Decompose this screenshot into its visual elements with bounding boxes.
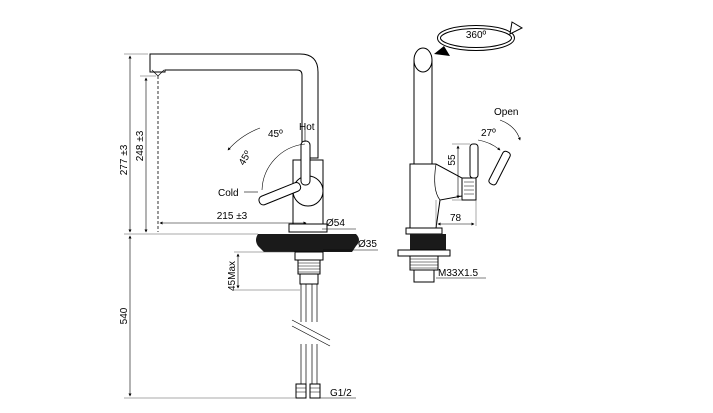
cold-label: Cold: [218, 188, 239, 199]
side-countertop: [410, 234, 446, 250]
side-view: 360º 55 78: [397, 21, 524, 283]
rotation-label: 360º: [466, 30, 487, 41]
dim-35-label: Ø35: [358, 239, 377, 250]
hot-cold-arc: [261, 143, 306, 191]
angle-27: 27º: [481, 128, 496, 139]
angle-45-side: 45º: [237, 149, 254, 168]
dim-540-label: 540: [119, 307, 130, 324]
side-shank-end: [413, 269, 435, 283]
open-arrow: [499, 119, 521, 141]
side-flange: [405, 227, 443, 235]
dim-215-label: 215 ±3: [217, 211, 248, 222]
dim-45max-label: 45Max: [227, 261, 238, 291]
angle-45-top: 45º: [268, 129, 283, 140]
open-label: Open: [494, 107, 518, 118]
mounting-nut: [294, 251, 324, 261]
lever-head: [461, 177, 477, 201]
spout: [149, 53, 319, 159]
dim-277-label: 277 ±3: [119, 144, 130, 175]
cold-handle: [258, 181, 302, 206]
side-spout: [413, 59, 433, 165]
dim-78-label: 78: [450, 213, 462, 224]
hose-fitting-right: [309, 383, 321, 399]
dim-55-label: 55: [447, 154, 458, 166]
thread-label: M33X1.5: [438, 268, 478, 279]
hose-fitting-left: [295, 383, 307, 399]
side-washer: [397, 249, 451, 257]
lever-turn-arrow: [227, 127, 261, 151]
base-flange: [288, 223, 328, 233]
rotation-360-icon: 360º: [434, 21, 524, 56]
front-view: 277 ±3 248 ±3 215 ±3 Ø54 Ø35 45Max 540 G…: [119, 53, 378, 399]
dim-248-label: 248 ±3: [135, 130, 146, 161]
lever-closed: [469, 143, 479, 179]
side-spout-tip: [413, 47, 433, 73]
hot-handle: [300, 140, 311, 186]
dim-54-label: Ø54: [326, 218, 345, 229]
open-angle-arc: [477, 139, 501, 151]
supply-hoses: [291, 284, 331, 399]
dim-g12-label: G1/2: [330, 388, 352, 399]
body-curve: [434, 163, 441, 201]
hot-label: Hot: [299, 122, 315, 133]
countertop: [256, 234, 359, 252]
lever-open: [488, 150, 511, 186]
shank-end: [299, 273, 319, 285]
